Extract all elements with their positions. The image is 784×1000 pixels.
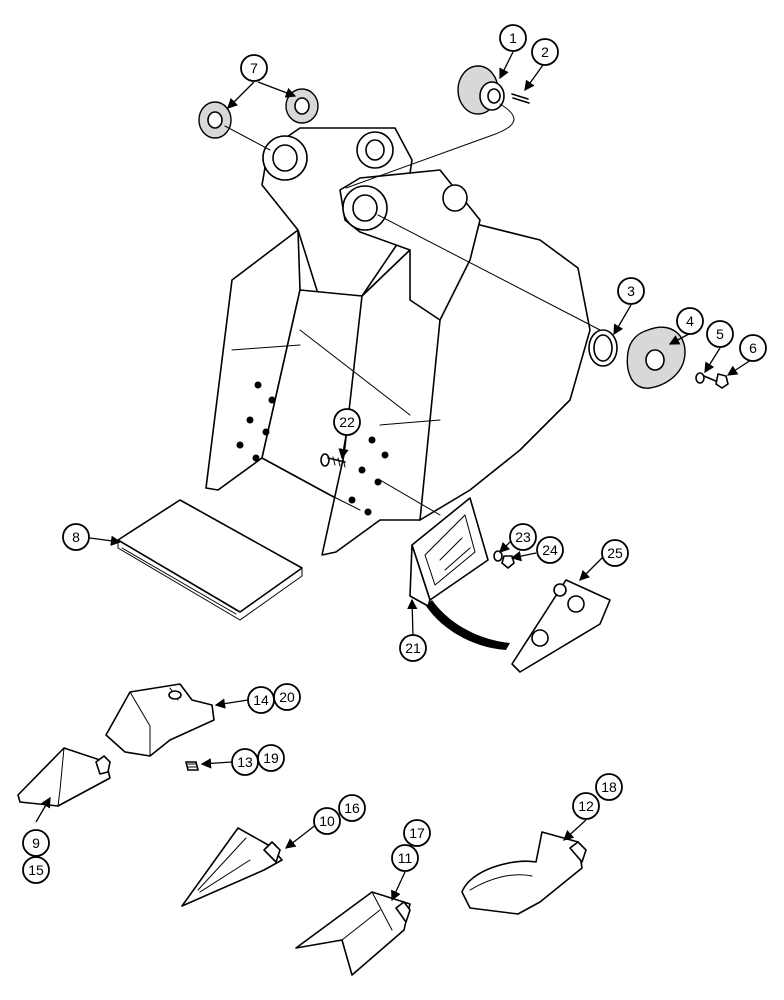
callout-1: 1 xyxy=(499,24,527,52)
adapter-14-20 xyxy=(105,683,215,757)
callout-2: 2 xyxy=(531,38,559,66)
callout-20: 20 xyxy=(273,683,301,711)
pin-bushing-1 xyxy=(457,65,505,115)
callout-label-4: 4 xyxy=(686,313,694,329)
callout-label-3: 3 xyxy=(627,283,635,299)
callout-4: 4 xyxy=(676,307,704,335)
callout-label-22: 22 xyxy=(339,414,355,430)
tooth-9-15 xyxy=(17,747,111,807)
callout-label-6: 6 xyxy=(749,340,757,356)
callout-label-9: 9 xyxy=(32,835,40,851)
side-cutter-21 xyxy=(409,497,489,607)
callout-label-19: 19 xyxy=(263,750,279,766)
callout-label-25: 25 xyxy=(607,545,623,561)
callout-label-7: 7 xyxy=(250,60,258,76)
callout-label-20: 20 xyxy=(279,689,295,705)
left-plate-holes xyxy=(236,381,276,462)
callout-10: 10 xyxy=(313,807,341,835)
callout-label-24: 24 xyxy=(542,542,558,558)
callout-17: 17 xyxy=(403,819,431,847)
callout-label-17: 17 xyxy=(409,825,425,841)
callout-label-10: 10 xyxy=(319,813,335,829)
callout-3: 3 xyxy=(617,277,645,305)
callout-label-2: 2 xyxy=(541,44,549,60)
shim-3 xyxy=(588,329,618,367)
leader-lines xyxy=(35,51,752,902)
callout-label-1: 1 xyxy=(509,30,517,46)
cutting-edge-8 xyxy=(117,499,303,621)
callout-11: 11 xyxy=(391,844,419,872)
callout-14: 14 xyxy=(247,686,275,714)
callout-8: 8 xyxy=(62,523,90,551)
seal-7a xyxy=(198,101,232,139)
callout-label-8: 8 xyxy=(72,529,80,545)
callout-label-16: 16 xyxy=(344,800,360,816)
nut-6 xyxy=(715,373,729,389)
tooth-11-17 xyxy=(295,891,411,976)
callout-label-5: 5 xyxy=(716,326,724,342)
callout-18: 18 xyxy=(595,773,623,801)
callout-label-18: 18 xyxy=(601,779,617,795)
callout-24: 24 xyxy=(536,536,564,564)
callout-label-21: 21 xyxy=(405,640,421,656)
callout-6: 6 xyxy=(739,334,767,362)
callout-23: 23 xyxy=(509,523,537,551)
lock-pin-13-19 xyxy=(185,761,199,771)
callout-13: 13 xyxy=(231,748,259,776)
bolt-5 xyxy=(695,372,719,384)
callout-label-12: 12 xyxy=(578,798,594,814)
callout-25: 25 xyxy=(601,539,629,567)
side-segment-25 xyxy=(511,579,611,673)
curved-arrow xyxy=(426,600,510,650)
callout-label-15: 15 xyxy=(28,862,44,878)
callout-label-14: 14 xyxy=(253,692,269,708)
callout-15: 15 xyxy=(22,856,50,884)
callout-9: 9 xyxy=(22,829,50,857)
callout-16: 16 xyxy=(338,794,366,822)
callout-19: 19 xyxy=(257,744,285,772)
callout-12: 12 xyxy=(572,792,600,820)
cotter-pin-2 xyxy=(511,93,530,104)
callout-5: 5 xyxy=(706,320,734,348)
callout-22: 22 xyxy=(333,408,361,436)
retainer-plate-4 xyxy=(626,326,686,389)
callout-7: 7 xyxy=(240,54,268,82)
bolt-22 xyxy=(320,453,346,468)
right-plate-holes xyxy=(348,436,389,516)
washer-23 xyxy=(493,550,503,562)
tooth-12-18 xyxy=(461,831,587,915)
tooth-10-16 xyxy=(181,827,283,907)
callout-label-13: 13 xyxy=(237,754,253,770)
callout-21: 21 xyxy=(399,634,427,662)
callout-label-23: 23 xyxy=(515,529,531,545)
callout-label-11: 11 xyxy=(398,850,413,866)
